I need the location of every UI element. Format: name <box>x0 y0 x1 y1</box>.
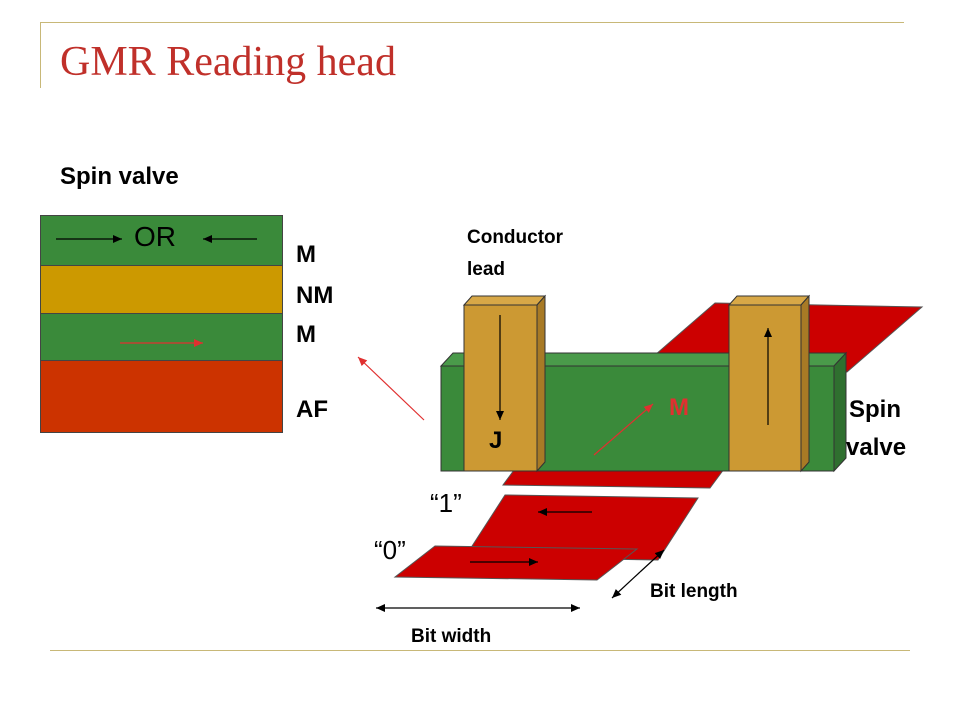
magnetization-label: M <box>669 394 689 421</box>
layer-label-af: AF <box>296 396 328 423</box>
top-rule <box>40 22 904 23</box>
sensor-side-face <box>833 351 847 473</box>
bit-zero-label: “0” <box>374 535 406 565</box>
layer-label-nm: NM <box>296 282 334 309</box>
layer-m-top <box>40 215 283 266</box>
bottom-rule <box>50 650 910 651</box>
left-rule <box>40 22 41 88</box>
spin-valve-label-line1: Spin <box>849 396 901 423</box>
layer-label-m-top: M <box>296 241 316 268</box>
bit-length-label: Bit length <box>650 581 738 602</box>
layer-af <box>40 360 283 433</box>
conductor-lead-label-line1: Conductor <box>467 227 564 248</box>
bit-width-label: Bit width <box>411 626 492 647</box>
left-lead-side <box>536 294 546 473</box>
slide-title: GMR Reading head <box>60 39 396 85</box>
spin-valve-heading: Spin valve <box>60 163 179 190</box>
bit-length-arrow-a <box>639 549 665 573</box>
layer-m-bottom <box>40 313 283 361</box>
layer-label-m-bottom: M <box>296 321 316 348</box>
left-lead-top <box>462 295 547 306</box>
spin-valve-label-line2: valve <box>846 434 907 461</box>
bit-length-arrow-b <box>611 571 641 599</box>
right-lead-side <box>800 294 810 473</box>
magnetization-arrow <box>593 403 654 456</box>
stack-pointer-arrow <box>357 356 425 421</box>
bit-zero <box>393 545 639 581</box>
current-label: J <box>489 427 503 454</box>
right-lead-top <box>727 295 811 306</box>
bit-one <box>464 494 699 561</box>
layer-nm <box>40 265 283 314</box>
bit-one-label: “1” <box>430 488 462 518</box>
conductor-lead-label-line2: lead <box>467 259 506 280</box>
right-lead-front <box>728 304 802 472</box>
or-label: OR <box>134 221 176 252</box>
